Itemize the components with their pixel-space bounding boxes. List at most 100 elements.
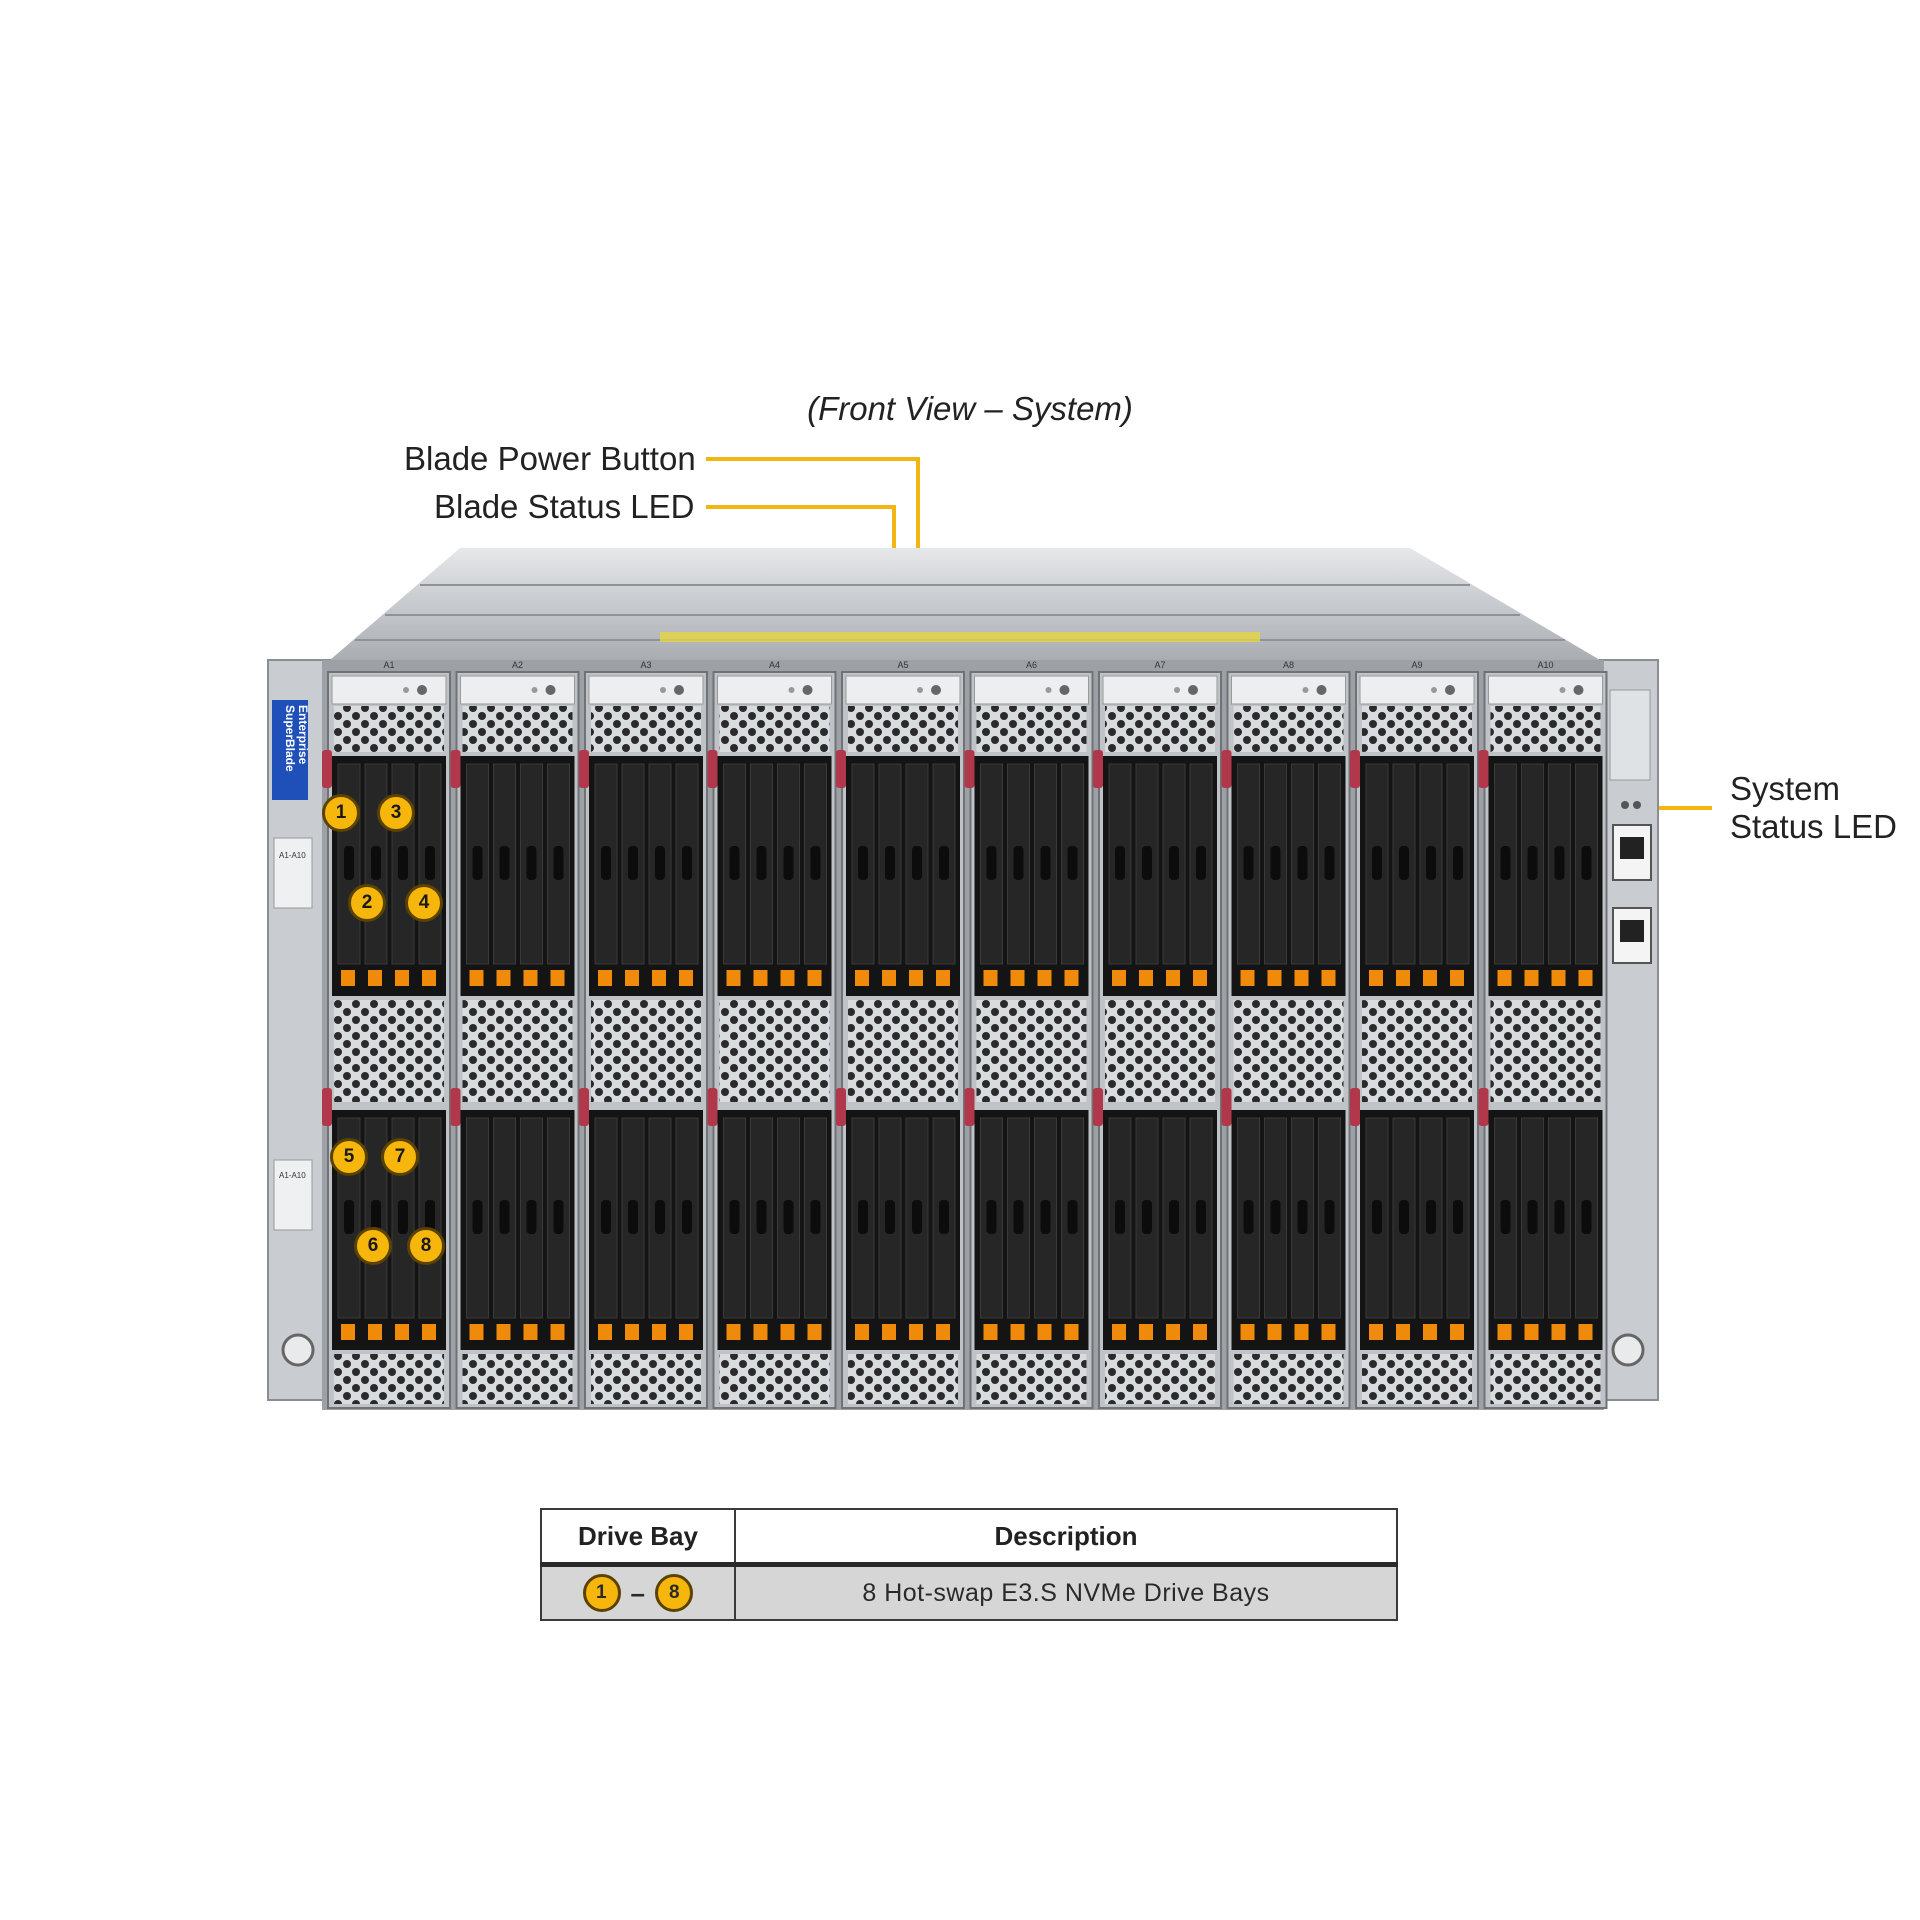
drive-latch — [807, 1324, 822, 1340]
system-status-led-label-line2: Status LED — [1730, 808, 1897, 845]
drive-latch — [341, 970, 355, 986]
blade-slot-5: A5 — [836, 660, 965, 1409]
bay-tag-lower — [273, 1159, 313, 1231]
drive-latch — [1578, 1324, 1593, 1340]
drive-latch — [496, 1324, 511, 1340]
bottom-vent — [1362, 1354, 1472, 1404]
drive-latch — [1423, 970, 1437, 986]
legend-row: 1 – 8 8 Hot-swap E3.S NVMe Drive Bays — [540, 1563, 1398, 1621]
blade-status-led — [1302, 687, 1309, 693]
drive-latch — [1112, 970, 1126, 986]
superblade-label-line2: Enterprise — [296, 705, 310, 765]
bottom-vent — [976, 1354, 1087, 1404]
drive-latch — [753, 970, 768, 986]
bay-tag-upper-text: A1-A10 — [279, 851, 306, 860]
drive-latch — [1497, 1324, 1512, 1340]
blade-power-button — [802, 685, 813, 695]
drive-bay-badge-3: 3 — [377, 794, 415, 832]
blade-handle — [964, 750, 975, 788]
blade-handle — [450, 750, 461, 788]
drive-latch — [625, 1324, 639, 1340]
slot-label: A7 — [1154, 660, 1165, 670]
drive-latch — [1193, 1324, 1207, 1340]
blade-status-led — [403, 687, 409, 693]
blade-handle — [579, 750, 589, 788]
drive-latch — [1524, 1324, 1539, 1340]
slot-label: A10 — [1537, 660, 1553, 670]
drive-latch — [1010, 970, 1025, 986]
drive-latch — [855, 970, 869, 986]
drive-latch — [780, 1324, 795, 1340]
bottom-vent — [719, 1354, 830, 1404]
blade-power-button — [1059, 685, 1070, 695]
bottom-vent — [334, 1354, 444, 1404]
blade-power-button — [417, 685, 427, 695]
status-led-leader-h — [706, 505, 896, 509]
superblade-label — [272, 700, 308, 800]
blade-slot-9: A9 — [1350, 660, 1479, 1409]
drive-bay-badge-7: 7 — [381, 1138, 419, 1176]
drive-latch — [882, 1324, 896, 1340]
drive-latch — [726, 1324, 741, 1340]
right-thumbscrew — [1611, 1333, 1645, 1367]
blade-status-led — [917, 687, 923, 693]
right-ear — [1599, 659, 1659, 1401]
blade-handle — [836, 750, 846, 788]
drive-latch — [1369, 970, 1383, 986]
drive-latch — [936, 970, 950, 986]
drive-latch — [368, 970, 382, 986]
blade-power-button — [1316, 685, 1327, 695]
blade-status-led — [531, 687, 538, 693]
drive-latch — [679, 970, 693, 986]
drive-latch — [1037, 970, 1052, 986]
drive-bay-badge-6: 6 — [354, 1227, 392, 1265]
drive-bay-badge-4: 4 — [405, 884, 443, 922]
bay-tag-upper — [273, 837, 313, 909]
legend-cell-bay-range: 1 – 8 — [540, 1563, 736, 1621]
blade-slot-1: A1 — [322, 660, 451, 1409]
drive-latch — [469, 1324, 484, 1340]
system-status-led-label: System Status LED — [1730, 770, 1897, 846]
drive-latch — [909, 1324, 923, 1340]
blade-handle — [322, 1088, 332, 1126]
blade-handle — [450, 1088, 461, 1126]
drive-latch — [496, 970, 511, 986]
legend-col-drive-bay: Drive Bay — [540, 1508, 736, 1567]
middle-vent — [334, 1000, 444, 1102]
drive-latch — [341, 1324, 355, 1340]
blade-status-led — [1174, 687, 1180, 693]
drive-latch — [1064, 1324, 1079, 1340]
legend-badge-from: 1 — [582, 1574, 621, 1612]
legend-cell-description: 8 Hot-swap E3.S NVMe Drive Bays — [734, 1563, 1398, 1621]
drive-latch — [753, 1324, 768, 1340]
drive-latch — [1321, 970, 1336, 986]
drive-bay-legend-table: Drive Bay Description 1 – 8 8 Hot-swap E… — [540, 1508, 1398, 1621]
drive-latch — [422, 1324, 436, 1340]
drive-latch — [1139, 1324, 1153, 1340]
blade-handle — [1478, 1088, 1489, 1126]
drive-latch — [855, 1324, 869, 1340]
drive-bay-badge-2: 2 — [348, 884, 386, 922]
middle-vent — [976, 1000, 1087, 1102]
slot-label: A5 — [897, 660, 908, 670]
drive-latch — [1450, 1324, 1464, 1340]
bay-tag-lower-text: A1-A10 — [279, 1171, 306, 1180]
drive-latch — [598, 970, 612, 986]
blade-handle — [1221, 1088, 1232, 1126]
drive-latch — [1497, 970, 1512, 986]
power-button-leader-h — [706, 457, 920, 461]
drive-latch — [807, 970, 822, 986]
drive-latch — [1010, 1324, 1025, 1340]
drive-latch — [395, 970, 409, 986]
drive-latch — [550, 1324, 565, 1340]
drive-latch — [598, 1324, 612, 1340]
blade-slot-4: A4 — [707, 660, 837, 1409]
system-status-led-2 — [1633, 801, 1641, 809]
drive-latch — [1139, 970, 1153, 986]
blade-handle — [1221, 750, 1232, 788]
legend-header-row: Drive Bay Description — [540, 1508, 1398, 1567]
drive-latch — [1450, 970, 1464, 986]
chassis-top — [330, 548, 1600, 660]
slot-label: A6 — [1026, 660, 1037, 670]
